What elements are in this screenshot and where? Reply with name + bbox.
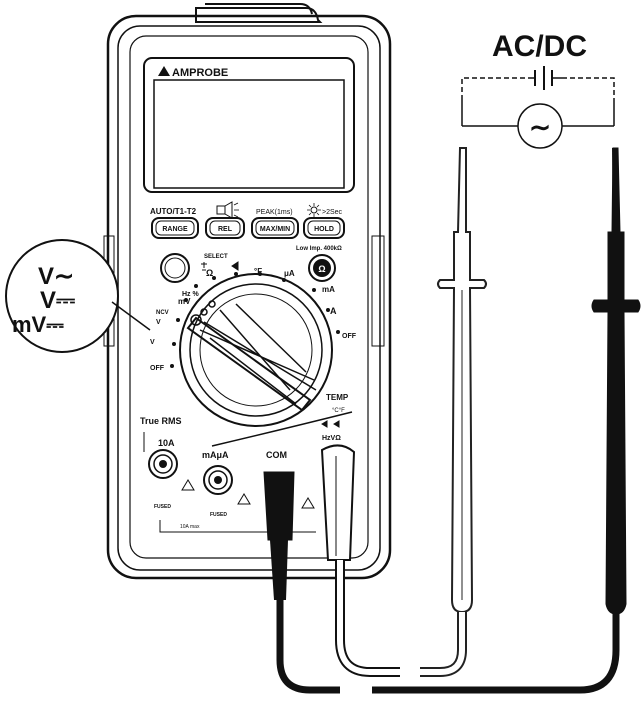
dial-ma-label: mA (322, 285, 335, 294)
backlight-lamp-icon (216, 201, 239, 219)
temp-label: TEMP (326, 393, 349, 402)
jack-ma-ua-label: mAμA (202, 450, 229, 460)
brand-label: AMPROBE (172, 67, 228, 79)
com-plug (263, 471, 340, 694)
peak-label: PEAK(1ms) (256, 209, 293, 216)
callout-bubble: V∼ V⎓ mV⎓ (5, 239, 151, 353)
v-plug (320, 444, 400, 677)
capacitor-icon (201, 262, 207, 271)
low-imp-button[interactable]: Ω (308, 254, 336, 282)
callout-line3: mV⎓ (12, 312, 64, 337)
dial-v-ac-label: V (156, 319, 161, 326)
low-imp-label: Low Imp. 400kΩ (296, 246, 342, 252)
jack-ma-fused-label: FUSED (210, 512, 227, 518)
dial-ncv-label: NCV (156, 310, 169, 316)
select-button[interactable] (160, 253, 190, 283)
true-rms-label: True RMS (140, 416, 182, 426)
red-probe (420, 147, 487, 677)
callout-line2: V⎓ (40, 287, 75, 314)
svg-text:MAX/MIN: MAX/MIN (260, 226, 290, 233)
dial-off-right-label: OFF (342, 333, 357, 340)
ac-dc-source: AC/DC ∼ (461, 30, 615, 149)
hold-button[interactable]: HOLD (303, 217, 345, 239)
warning-icon (181, 479, 195, 491)
jack-10a-fused-label: FUSED (154, 504, 171, 510)
dial-symbols: Ω °F μA Hz % mV NCV V V OFF mA A OFF (150, 261, 357, 372)
dial-off-left-label: OFF (150, 365, 165, 372)
jack-hzvohm-symbols (321, 420, 340, 428)
jack-10a[interactable] (148, 449, 178, 479)
jack-ma-ua[interactable] (203, 465, 233, 495)
dial-temp-deg-label: °F (254, 267, 262, 276)
omega-icon: Ω (318, 264, 325, 274)
callout-line1: V∼ (38, 263, 74, 290)
range-button[interactable]: RANGE (151, 217, 199, 239)
diode-icon (231, 261, 239, 271)
dial-mv-label: mV (178, 297, 191, 306)
brand-triangle-icon (158, 66, 170, 76)
acdc-title: AC/DC (492, 30, 587, 63)
backlight-timer-label: >2Sec (322, 209, 343, 216)
display-area: AMPROBE (143, 57, 355, 193)
jack-10a-label: 10A (158, 438, 175, 448)
temp-unit-label: °C°F (332, 408, 345, 414)
svg-text:REL: REL (218, 226, 233, 233)
auto-t1t2-label: AUTO/T1-T2 (150, 207, 197, 216)
dial-hz-label: Hz % (182, 291, 200, 298)
dial-v-dc-label: V (150, 339, 155, 346)
rotary-dial[interactable] (179, 273, 333, 427)
select-label: SELECT (204, 254, 228, 260)
dial-omega-label: Ω (206, 268, 213, 278)
sun-icon (307, 203, 321, 217)
right-grip (371, 235, 385, 347)
dial-ua-label: μA (284, 269, 295, 278)
svg-text:HOLD: HOLD (314, 226, 334, 233)
ac-source-icon (517, 103, 563, 149)
max-min-button[interactable]: MAX/MIN (251, 217, 299, 239)
dial-a-label: A (330, 306, 337, 316)
jack-hzvohm-label: HzVΩ (322, 435, 341, 442)
warning-icon (301, 497, 315, 509)
black-probe (372, 147, 641, 694)
svg-text:RANGE: RANGE (162, 226, 188, 233)
ac-symbol: ∼ (529, 112, 551, 142)
jack-com-label: COM (266, 450, 287, 460)
warning-icon (237, 493, 251, 505)
rel-button[interactable]: REL (205, 217, 245, 239)
bottom-small-label: 10A max (180, 524, 200, 530)
